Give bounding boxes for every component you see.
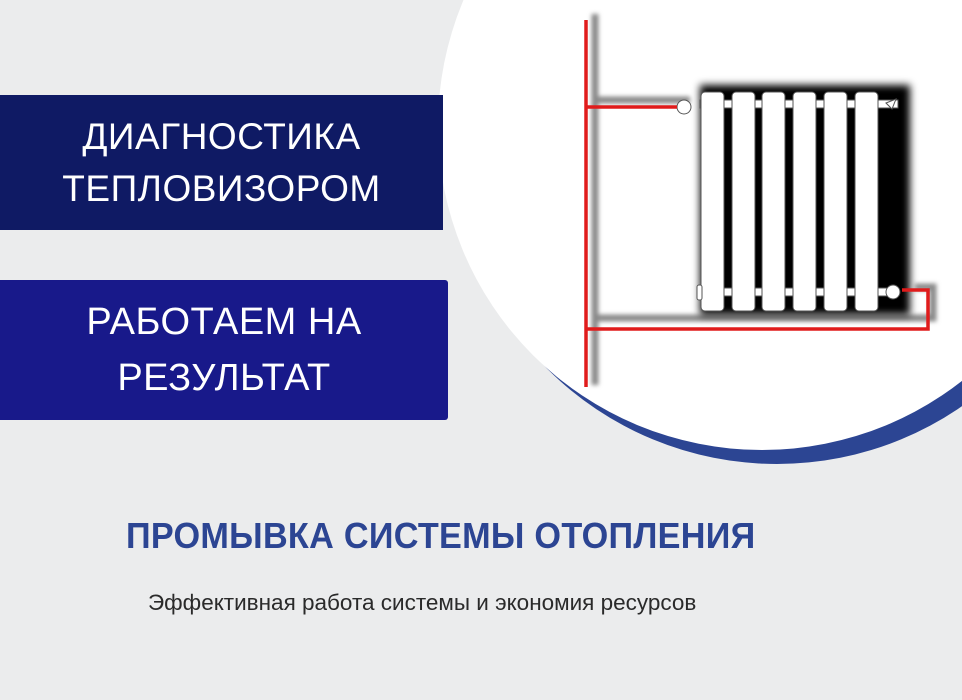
box2-line1: РАБОТАЕМ НА	[86, 301, 362, 343]
subtitle: Эффективная работа системы и экономия ре…	[148, 590, 697, 615]
results-banner: РАБОТАЕМ НА РЕЗУЛЬТАТ	[0, 280, 448, 420]
box1-line1: ДИАГНОСТИКА	[82, 115, 361, 157]
page-title: ПРОМЫВКА СИСТЕМЫ ОТОПЛЕНИЯ	[126, 515, 756, 556]
box2-line2: РЕЗУЛЬТАТ	[117, 357, 331, 399]
box1-line2: ТЕПЛОВИЗОРОМ	[62, 167, 381, 209]
thermal-diagnostics-banner: ДИАГНОСТИКА ТЕПЛОВИЗОРОМ	[0, 95, 443, 230]
